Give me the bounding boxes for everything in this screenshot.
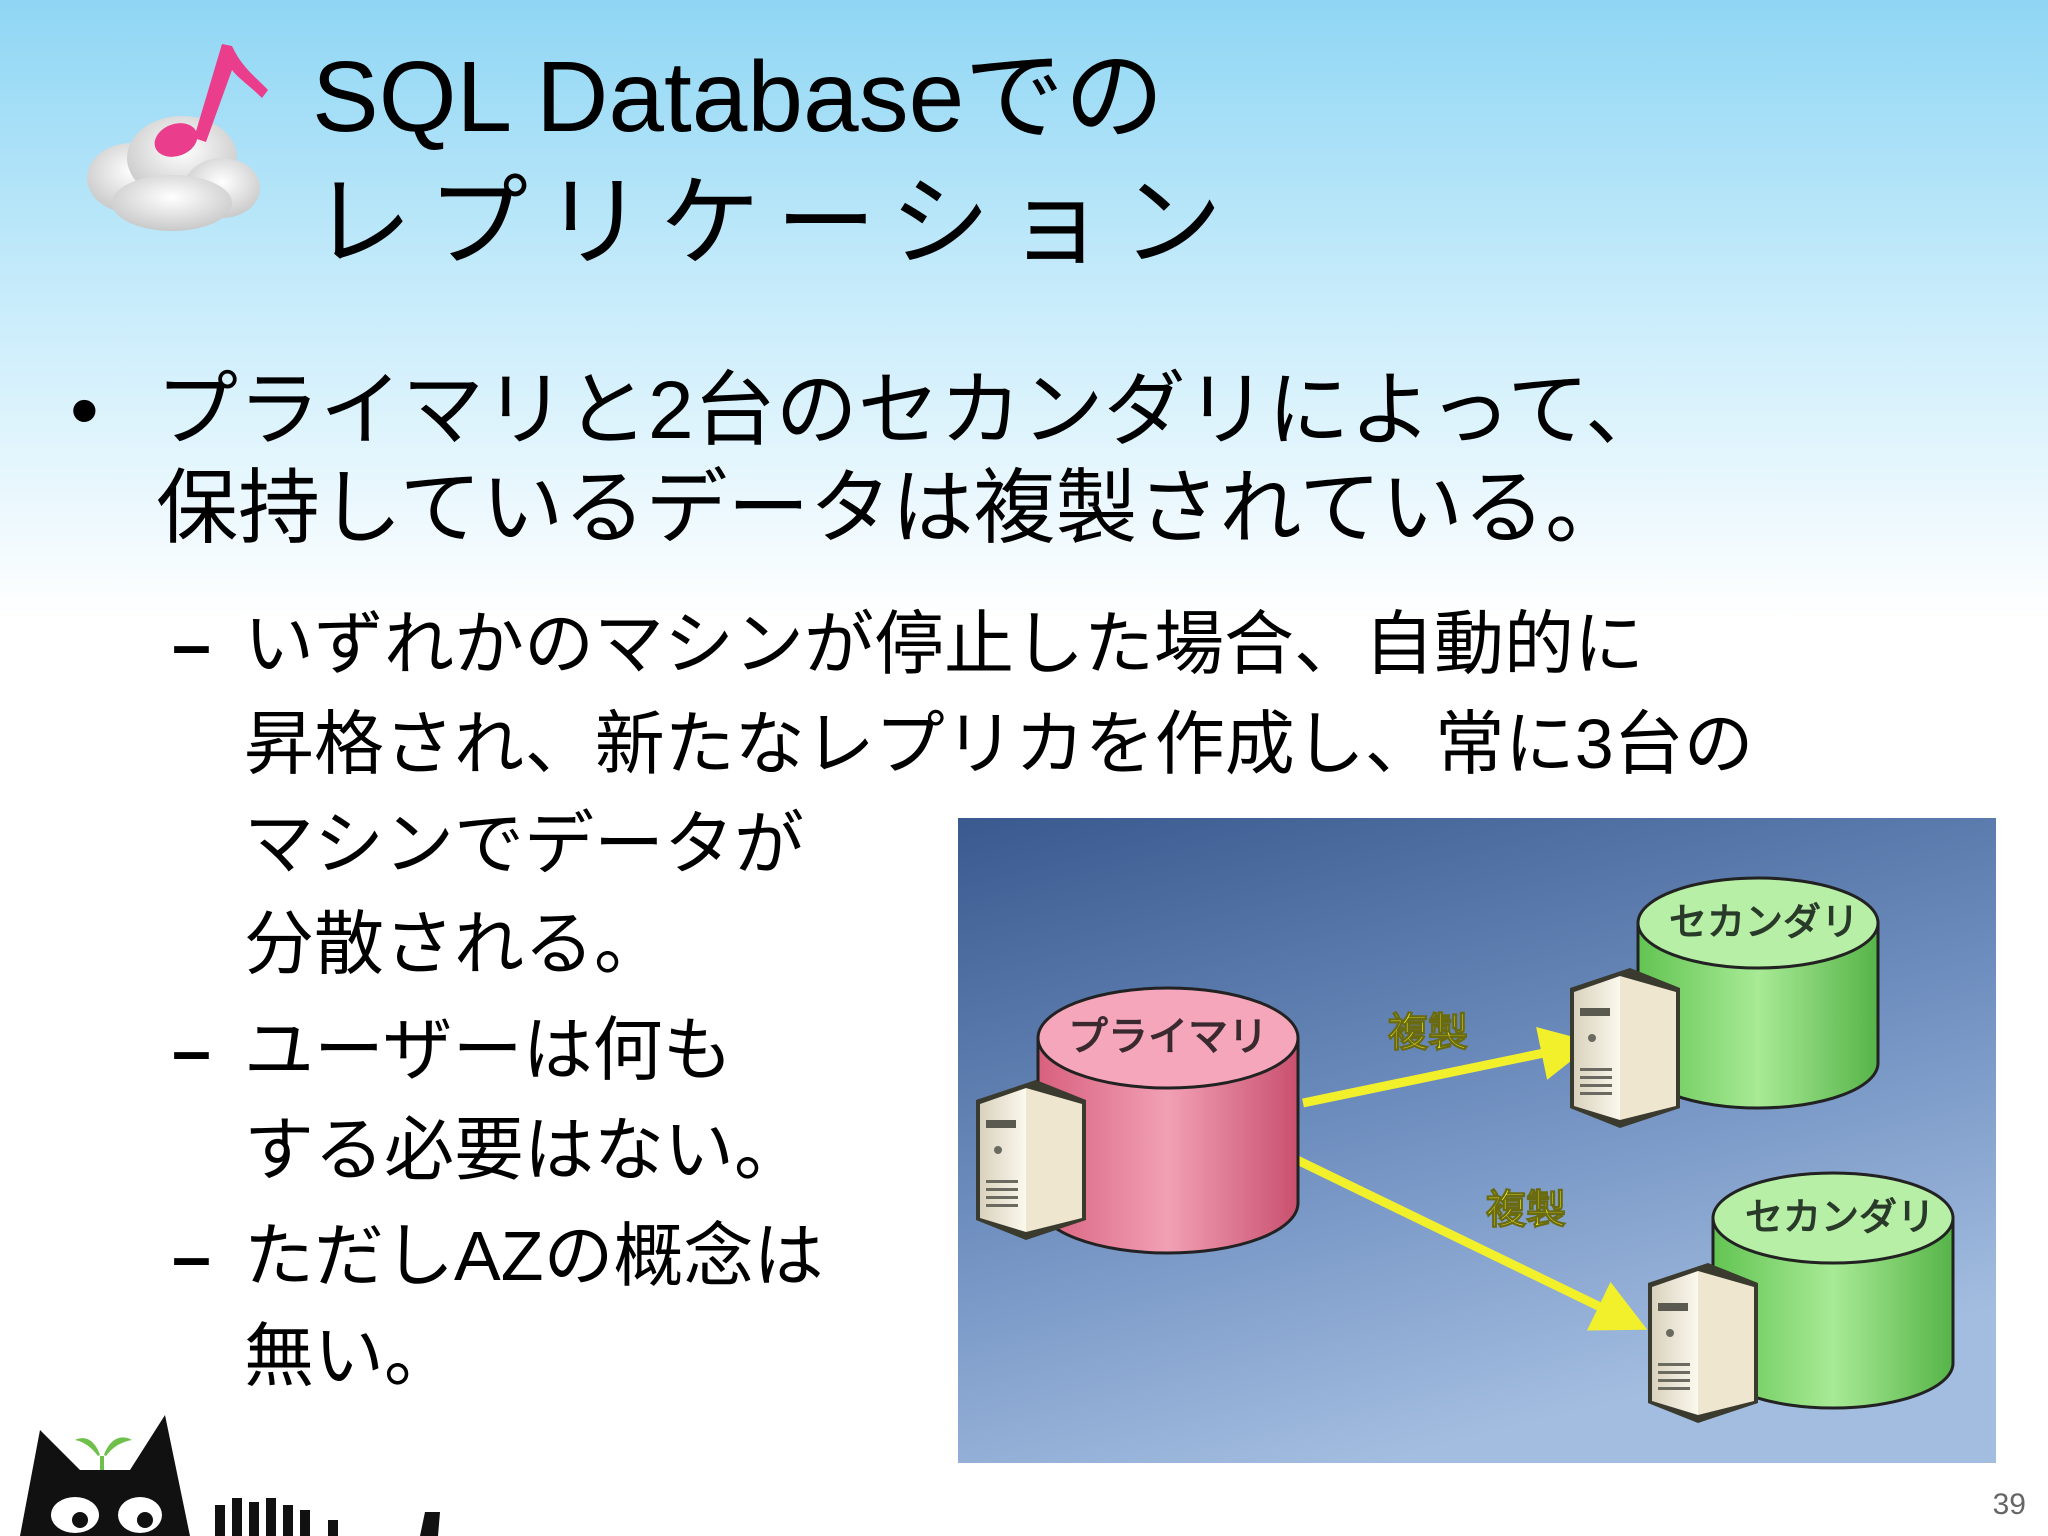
dash-marker: – [172,1011,211,1089]
dash-marker: – [172,605,211,683]
sub-bullet-2-line-1: ユーザーは何も [244,1009,733,1091]
sub-bullet-3-line-1a: ただし [244,1215,454,1297]
main-bullet-text: プライマリと2台のセカンダリによって、 保持しているデータは複製されている。 [156,362,1956,558]
sub-bullet-1-line-3: マシンでデータが [244,803,804,885]
sub-bullet-1-line-2b: 台の [1613,703,1754,785]
main-bullet-line-1: プライマリと2台のセカンダリによって、 [156,362,1956,460]
secondary-database-1 [1636,876,1880,1110]
cat-mascot-icon [20,1415,440,1536]
sub-bullet-3-az: AZ [454,1217,544,1295]
sub-bullet-1-line-2a: 昇格され、新たなレプリカを作成し、常に [244,703,1575,785]
server-icon [976,1080,1086,1240]
primary-label: プライマリ [1068,1014,1268,1060]
sub-bullet-2-line-2: する必要はない。 [244,1109,804,1191]
secondary-label-1: セカンダリ [1669,900,1859,944]
sub-bullet-3-line-1: ただしAZの概念は [244,1206,823,1306]
main-bullet-line-1a: プライマリと [156,363,649,458]
main-bullet-number: 2 [648,365,694,456]
sub-bullet-3-text: ただしAZの概念は 無い。 [244,1206,823,1406]
secondary-label-2: セカンダリ [1745,1195,1935,1239]
bullet-marker: • [70,365,99,456]
sub-bullet-1-line-1: いずれかのマシンが停止した場合、自動的に [244,603,1644,685]
sub-bullet-3-line-1b: の概念は [543,1215,824,1297]
title-line-1: SQL Databaseでの [312,41,1165,153]
server-icon [1570,968,1680,1128]
replicate-label-2: 複製 [1486,1187,1566,1233]
main-bullet-line-1b: 台のセカンダリによって、 [693,363,1667,458]
replication-diagram: プライマリ セカンダリ セカンダリ 複製 複製 [958,818,1996,1463]
sub-bullet-1-line-2: 昇格され、新たなレプリカを作成し、常に3台の [244,694,1754,794]
sub-bullet-1-line-4: 分散される。 [244,903,664,985]
page-title: SQL Databaseでの レプリケーション [312,34,1238,286]
replication-arrow-1 [1302,1027,1595,1108]
page-number: 39 [1992,1488,2026,1521]
server-icon [1648,1263,1758,1423]
secondary-database-2 [1711,1171,1955,1410]
sub-bullet-1-text: いずれかのマシンが停止した場合、自動的に 昇格され、新たなレプリカを作成し、常に… [244,594,1754,994]
sub-bullet-2-text: ユーザーは何も する必要はない。 [244,1000,804,1200]
replication-arrow-2 [1291,1153,1648,1331]
dash-marker: – [172,1217,211,1295]
replicate-label-1: 複製 [1388,1010,1468,1056]
sub-bullet-3-line-2: 無い。 [244,1315,454,1397]
main-bullet-line-2: 保持しているデータは複製されている。 [156,461,1628,556]
primary-database [1036,986,1300,1255]
title-line-2: レプリケーション [312,164,1238,281]
music-note-cloud-icon [87,44,268,231]
sub-bullet-1-number: 3 [1574,705,1614,783]
